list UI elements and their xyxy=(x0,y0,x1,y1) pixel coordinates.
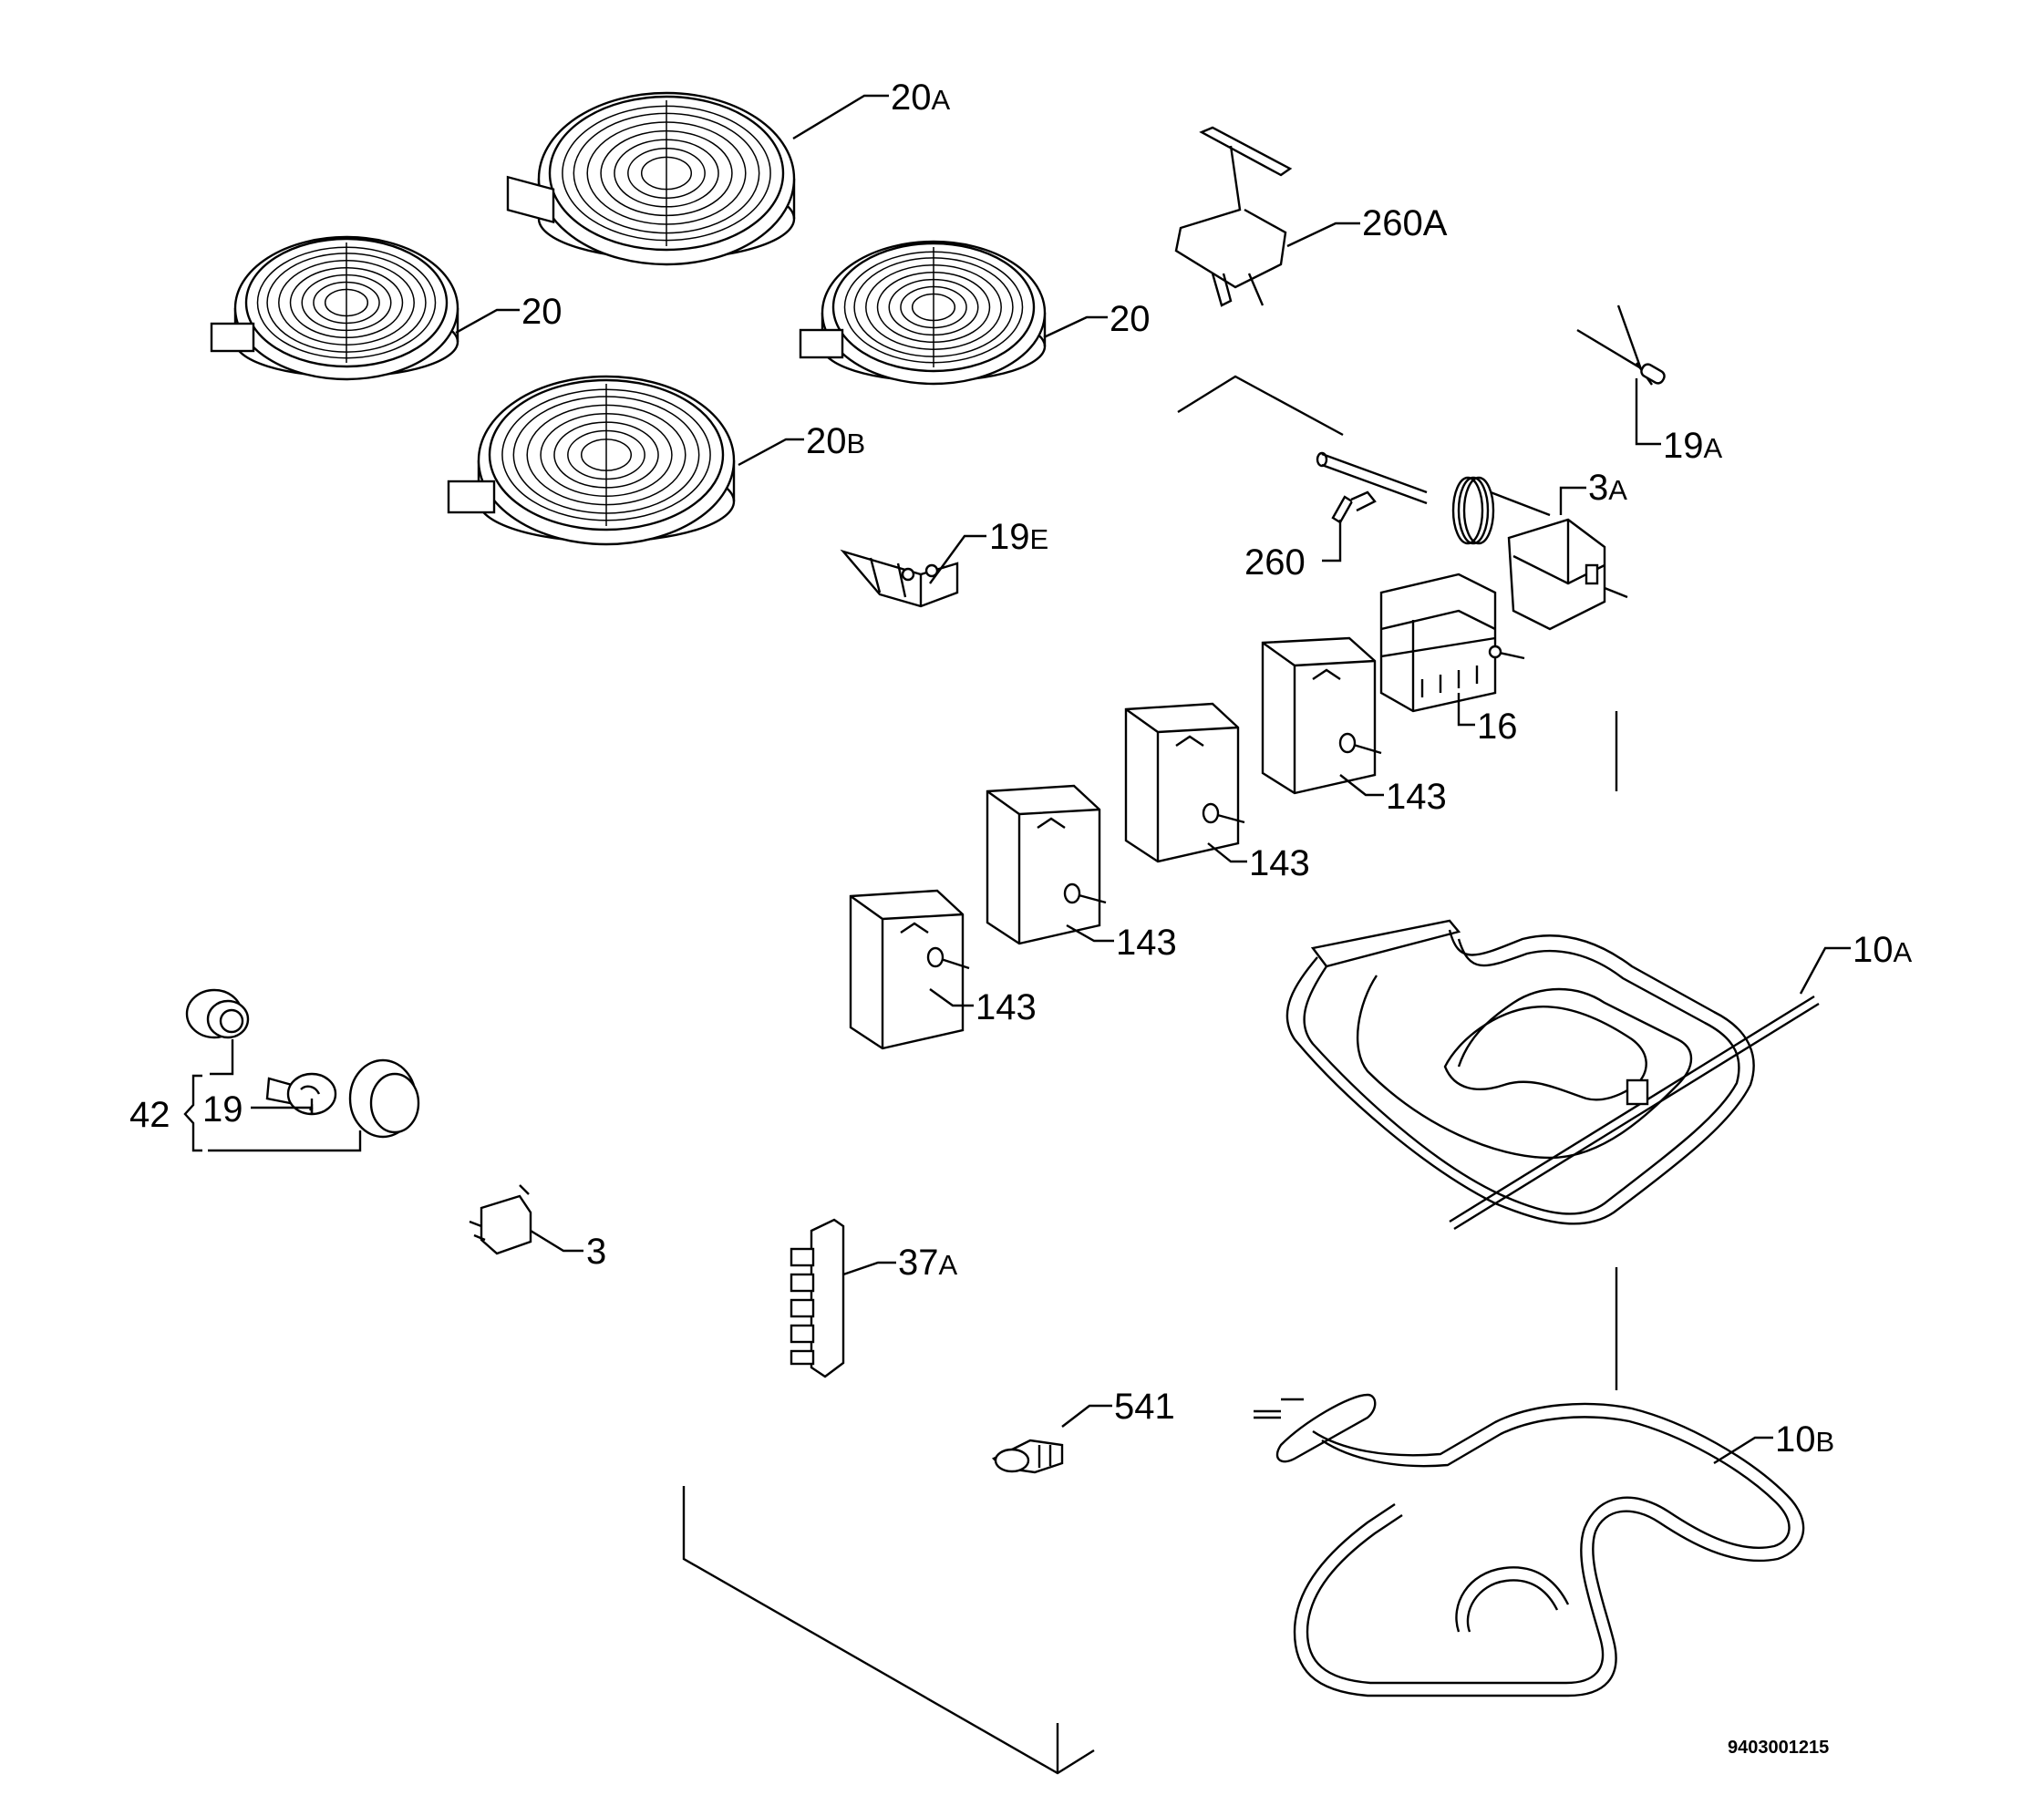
label-16: 16 xyxy=(1477,707,1518,747)
bracket-260a xyxy=(1174,126,1293,307)
label-10a: 10A xyxy=(1853,930,1913,970)
lamp-bulb xyxy=(265,1072,337,1116)
thermostat-3a xyxy=(1316,451,1628,631)
label-37a: 37A xyxy=(898,1243,958,1283)
selector-switch-16 xyxy=(1379,573,1525,713)
terminal-block-37a xyxy=(790,1218,845,1378)
assembly-bracket-line xyxy=(1177,375,1344,437)
label-143-2: 143 xyxy=(1249,843,1310,883)
label-260: 260 xyxy=(1244,542,1306,583)
group-brace-42 xyxy=(183,1074,202,1152)
label-3a: 3A xyxy=(1588,468,1627,508)
label-19: 19 xyxy=(202,1089,243,1130)
label-143-1: 143 xyxy=(1386,777,1447,817)
heating-element-10a xyxy=(1285,919,1820,1231)
base-frame-line xyxy=(682,1486,1095,1775)
label-143-4: 143 xyxy=(976,987,1037,1027)
label-541: 541 xyxy=(1114,1387,1175,1427)
heating-element-10b xyxy=(1254,1393,1805,1697)
regulator-143-4 xyxy=(849,889,970,1050)
document-number: 9403001215 xyxy=(1728,1738,1829,1758)
label-20a: 20A xyxy=(891,77,951,118)
regulator-143-1 xyxy=(1261,636,1382,795)
label-19e: 19E xyxy=(989,517,1048,557)
clip-260 xyxy=(1331,490,1377,524)
label-20-right: 20 xyxy=(1110,299,1151,339)
hotplate-20b xyxy=(449,377,734,544)
lamp-holder xyxy=(185,988,250,1039)
indicator-19e xyxy=(840,549,959,608)
label-260a: 260A xyxy=(1362,203,1448,243)
connector-541 xyxy=(991,1439,1064,1474)
regulator-143-2 xyxy=(1124,702,1245,863)
hotplate-20-right xyxy=(800,242,1045,384)
lamp-cover xyxy=(348,1058,420,1139)
regulator-143-3 xyxy=(986,784,1107,945)
switch-3 xyxy=(469,1184,532,1255)
label-19a: 19A xyxy=(1663,426,1723,466)
label-3: 3 xyxy=(586,1232,606,1272)
label-20-left: 20 xyxy=(521,292,563,332)
label-143-3: 143 xyxy=(1116,923,1177,963)
sensor-19a xyxy=(1576,304,1666,386)
label-20b: 20B xyxy=(806,421,865,461)
hotplate-20-left xyxy=(212,237,458,379)
label-10b: 10B xyxy=(1775,1419,1834,1460)
label-42: 42 xyxy=(129,1095,170,1135)
leader-lines xyxy=(208,94,1851,1465)
hotplate-20a xyxy=(508,93,794,264)
